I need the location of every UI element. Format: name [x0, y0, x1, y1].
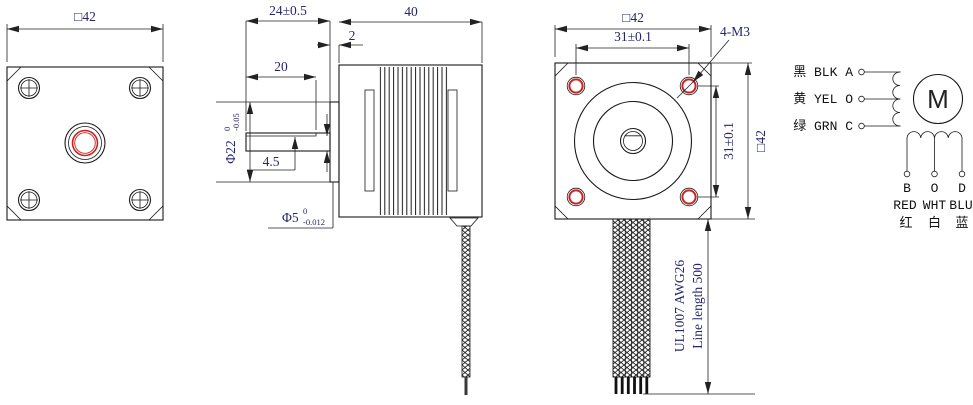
mounting-hole	[566, 187, 586, 207]
dim-rear-width-label: □42	[622, 10, 644, 25]
dim-flat-depth-label: 4.5	[263, 154, 280, 169]
front-corner-chamfers	[6, 66, 164, 221]
rear-corner-chamfers	[554, 62, 712, 220]
terminal-a	[858, 68, 865, 76]
dim-shaft-diameter: Φ5 0 -0.012	[268, 182, 334, 229]
dim-rear-width: □42	[554, 10, 712, 57]
mounting-hole	[679, 187, 699, 207]
dim-pilot-height-label: 2	[349, 28, 356, 43]
dim-shaft-length: 24±0.5	[245, 3, 331, 131]
red-ring-inner	[74, 132, 96, 154]
dim-pilot-dia-label: Φ22	[223, 140, 238, 163]
dim-shaft-dia-label: Φ5	[282, 210, 299, 225]
dim-hole-spacing-v-label: 31±0.1	[721, 122, 736, 160]
screw-hole	[17, 76, 41, 100]
cable-length-label: Line length 500	[690, 263, 705, 349]
lead-label-grn: 绿 GRN C	[793, 119, 853, 134]
motor-circle	[912, 73, 964, 125]
pin-label-b: B	[903, 181, 911, 196]
dim-rear-width-right: □42	[711, 62, 768, 220]
dim-body-length-label: 40	[404, 4, 418, 19]
color-label-cn-wht: 白	[928, 215, 941, 231]
dim-shaft-length-label: 24±0.5	[269, 3, 307, 18]
lead-label-blk: 黑 BLK A	[793, 65, 853, 80]
screw-hole	[17, 188, 41, 212]
screw-hole	[128, 188, 152, 212]
color-label-red: RED	[893, 198, 917, 213]
side-cable	[449, 217, 479, 395]
lead-wires-bottom	[906, 137, 963, 172]
front-view: □42	[6, 9, 164, 221]
dim-cable-length: UL1007 AWG26 Line length 500	[643, 219, 755, 395]
end-bell-circle	[573, 81, 693, 201]
lamination-stack	[377, 67, 448, 215]
terminal-o-bottom	[931, 170, 938, 178]
dim-flat-depth: 4.5	[247, 114, 331, 172]
dim-flat-length: 20	[246, 59, 317, 130]
front-shaft-boss	[64, 122, 106, 164]
callout-holes: 4-M3	[676, 24, 750, 99]
shaft-flat-line	[245, 132, 317, 137]
winding-left-coil	[892, 71, 901, 127]
motor-symbol: M	[927, 84, 949, 114]
stack-rail-right	[447, 89, 458, 192]
pin-label-d: D	[958, 181, 966, 196]
dim-flat-length-label: 20	[274, 59, 288, 74]
pin-label-o: O	[931, 181, 939, 196]
stack-rail-left	[364, 89, 375, 192]
dim-pilot-height: 2	[317, 28, 363, 63]
dim-pilot-dia-sup: 0	[222, 127, 232, 131]
screw-hole	[128, 76, 152, 100]
callout-holes-label: 4-M3	[720, 24, 750, 39]
dim-pilot-diameter: Φ22 0 -0.05	[216, 101, 330, 183]
cable-exit	[449, 217, 479, 227]
rear-view: □42 31±0.1 4-M3 31±0.1 □42	[554, 10, 768, 395]
cable-tip	[464, 377, 468, 395]
front-width-dimension: □42	[6, 9, 164, 62]
lead-wires-left	[864, 71, 901, 127]
dim-shaft-dia-sup: 0	[303, 206, 307, 216]
lead-label-yel: 黄 YEL O	[793, 92, 853, 107]
terminal-b	[903, 170, 911, 178]
winding-bottom-coil	[906, 131, 963, 139]
dim-shaft-dia-sub: -0.012	[303, 217, 325, 227]
cable-braid	[461, 225, 471, 378]
dim-hole-spacing-h-label: 31±0.1	[614, 29, 652, 44]
color-label-cn-blu: 蓝	[955, 216, 968, 231]
color-label-cn-red: 红	[899, 215, 912, 231]
dim-rear-width-right-label: □42	[753, 130, 768, 152]
pilot-circle	[592, 100, 674, 182]
front-width-label: □42	[74, 9, 96, 24]
dim-hole-spacing-v: 31±0.1	[698, 85, 736, 198]
mounting-hole	[566, 76, 586, 96]
red-ring	[71, 129, 99, 157]
color-label-blu: BLU	[949, 198, 972, 213]
dim-body-length: 40	[339, 4, 483, 63]
pilot-boss	[329, 101, 340, 183]
dim-pilot-dia-sub: -0.05	[231, 113, 241, 131]
terminal-c	[858, 122, 865, 130]
ribbon-wire-tips	[614, 377, 649, 394]
color-label-wht: WHT	[923, 198, 947, 213]
wiring-diagram: 黑 BLK A 黄 YEL O 绿 GRN C M B O D RED WHT …	[793, 65, 973, 231]
front-body-outline	[6, 66, 164, 221]
dim-hole-spacing-h: 31±0.1	[575, 29, 690, 75]
shaft	[245, 132, 331, 152]
cable-spec-label: UL1007 AWG26	[672, 260, 687, 353]
terminal-o-top	[858, 95, 865, 103]
side-view: 24±0.5 40 2 20 Φ22 0 -0.05	[216, 3, 483, 395]
ribbon-cable	[612, 218, 651, 394]
terminal-d	[958, 170, 966, 178]
shaft-section	[619, 127, 647, 155]
